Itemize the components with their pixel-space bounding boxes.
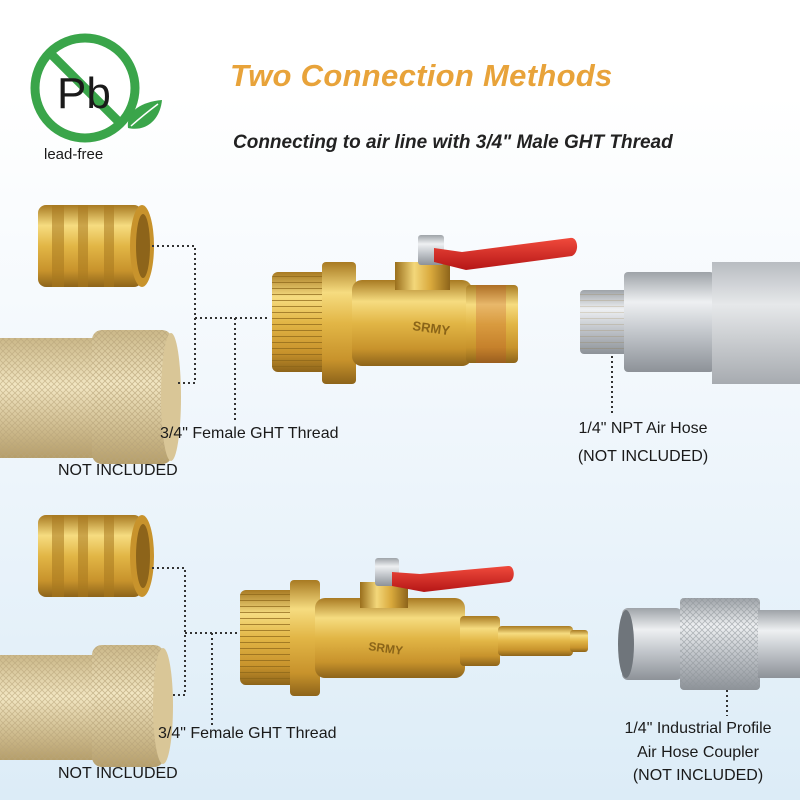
- npt-air-hose-not-included: (NOT INCLUDED): [577, 448, 709, 465]
- lead-free-caption: lead-free: [44, 146, 104, 163]
- not-included-label-top: NOT INCLUDED: [58, 462, 178, 479]
- npt-air-hose-label: 1/4" NPT Air Hose: [578, 420, 708, 437]
- brass-female-coupling-bottom: [38, 515, 154, 597]
- npt-air-hose: [580, 262, 800, 384]
- female-ght-thread-label-top: 3/4" Female GHT Thread: [160, 425, 339, 442]
- not-included-label-bottom: NOT INCLUDED: [58, 765, 178, 782]
- valve-marking: SRMY: [368, 639, 404, 658]
- garden-hose-connector-bottom: [0, 645, 173, 767]
- pb-symbol: Pb: [57, 69, 111, 118]
- valve-handle-red: [434, 237, 578, 270]
- valve-handle-red: [392, 565, 514, 592]
- page-title: Two Connection Methods: [230, 58, 613, 93]
- industrial-air-hose-coupler: [618, 598, 800, 690]
- coupler-label-line2: Air Hose Coupler: [637, 744, 759, 761]
- callout-lines-top: [152, 245, 613, 420]
- no-symbol-slash: [46, 49, 124, 127]
- lead-free-logo: Pb: [30, 33, 162, 143]
- garden-hose-connector-top: [0, 330, 181, 464]
- brass-female-coupling-top: [38, 205, 154, 287]
- coupler-label-line1: 1/4" Industrial Profile: [624, 720, 772, 737]
- valve-marking: SRMY: [412, 318, 452, 338]
- coupler-label-line3: (NOT INCLUDED): [632, 767, 764, 784]
- ball-valve-top: SRMY: [272, 235, 578, 384]
- page-subtitle: Connecting to air line with 3/4" Male GH…: [233, 132, 673, 153]
- ball-valve-bottom: SRMY: [240, 558, 588, 696]
- female-ght-thread-label-bottom: 3/4" Female GHT Thread: [158, 725, 337, 742]
